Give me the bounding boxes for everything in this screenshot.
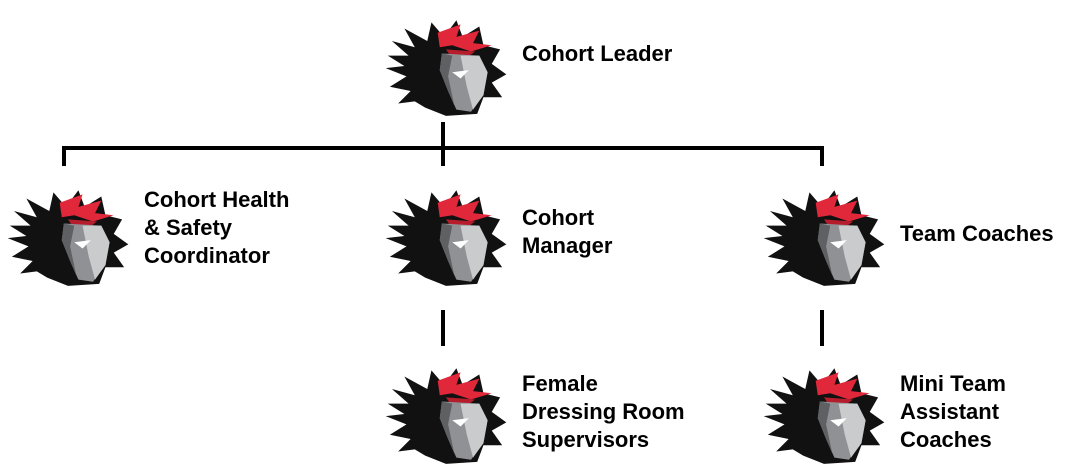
mascot-head-icon bbox=[382, 362, 510, 466]
node-label-cohort-health-safety-coordinator: Cohort Health & Safety Coordinator bbox=[144, 186, 289, 270]
mascot-head-icon bbox=[760, 362, 888, 466]
label-line: Cohort Leader bbox=[522, 41, 673, 66]
mascot-head-icon bbox=[4, 184, 132, 288]
node-label-cohort-leader: Cohort Leader bbox=[522, 40, 672, 68]
mascot-head-icon bbox=[760, 184, 888, 288]
mascot-head-icon bbox=[382, 184, 510, 288]
label-line: & Safety bbox=[144, 215, 233, 240]
label-line: Cohort Health bbox=[144, 187, 290, 212]
label-line: Mini Team bbox=[900, 371, 1006, 396]
label-line: Cohort bbox=[522, 205, 595, 230]
label-line: Coaches bbox=[900, 427, 992, 452]
label-line: Team Coaches bbox=[900, 221, 1054, 246]
node-label-team-coaches: Team Coaches bbox=[900, 220, 1054, 248]
node-label-cohort-manager: Cohort Manager bbox=[522, 204, 612, 260]
mascot-head-icon bbox=[382, 14, 510, 118]
label-line: Manager bbox=[522, 233, 613, 258]
label-line: Coordinator bbox=[144, 243, 270, 268]
node-label-female-dressing-room-supervisors: Female Dressing Room Supervisors bbox=[522, 370, 685, 454]
node-label-mini-team-assistant-coaches: Mini Team Assistant Coaches bbox=[900, 370, 1006, 454]
label-line: Female bbox=[522, 371, 598, 396]
label-line: Supervisors bbox=[522, 427, 650, 452]
label-line: Dressing Room bbox=[522, 399, 685, 424]
label-line: Assistant bbox=[900, 399, 1000, 424]
